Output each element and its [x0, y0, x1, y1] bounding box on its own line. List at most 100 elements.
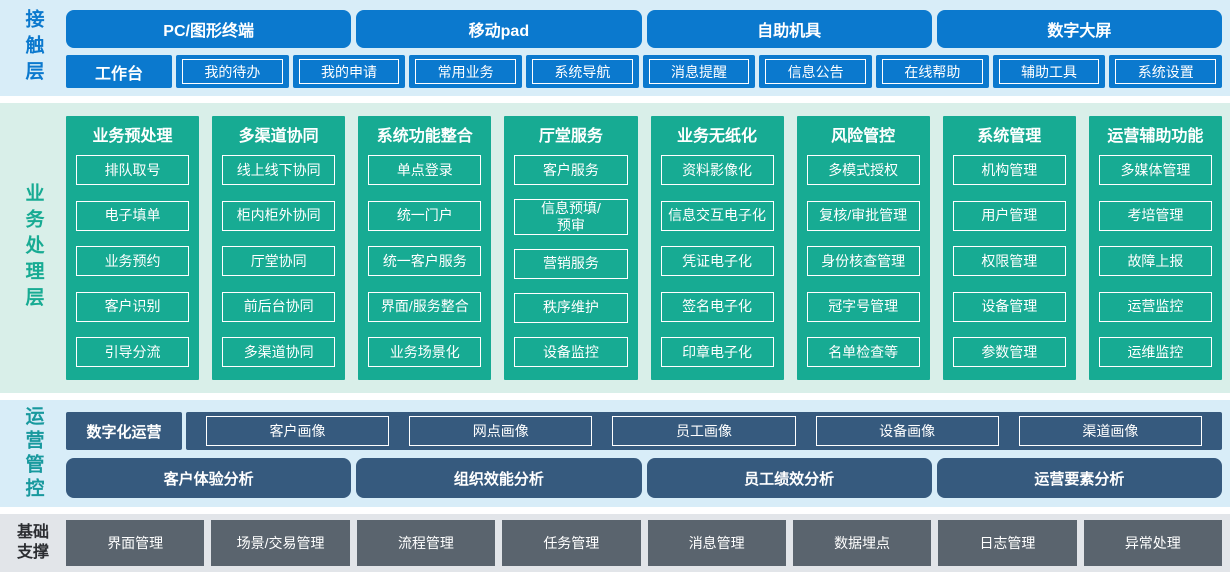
column-title: 系统管理 [977, 128, 1042, 145]
workbench-item: 系统设置 [1115, 59, 1217, 84]
workbench-label: 工作台 [66, 55, 172, 88]
column-item: 引导分流 [76, 337, 190, 367]
column-item: 客户服务 [514, 155, 628, 185]
foundation-box: 任务管理 [502, 520, 641, 566]
business-column-lobby: 厅堂服务 客户服务 信息预填/ 预审 营销服务 秩序维护 设备监控 [504, 116, 638, 380]
foundation-layer-label: 基础支撑 [16, 524, 49, 561]
business-column-multichannel: 多渠道协同 线上线下协同 柜内柜外协同 厅堂协同 前后台协同 多渠道协同 [212, 116, 346, 380]
column-item: 运营监控 [1098, 291, 1212, 322]
contact-layer: 接触层 PC/图形终端 移动pad 自助机具 数字大屏 工作台 我的待办 我的申… [0, 0, 1230, 96]
column-item: 秩序维护 [514, 292, 628, 323]
column-item: 权限管理 [952, 246, 1066, 276]
portrait-box: 客户画像 [205, 416, 390, 446]
column-title: 厅堂服务 [538, 128, 603, 145]
business-column-opsupport: 运营辅助功能 多媒体管理 考培管理 故障上报 运营监控 运维监控 [1088, 116, 1222, 380]
column-item: 复核/审批管理 [806, 200, 920, 231]
operation-layer: 运营管控 数字化运营 客户画像 网点画像 员工画像 设备画像 渠道画像 客户体验… [0, 400, 1230, 507]
column-item: 客户识别 [76, 291, 190, 322]
foundation-label-wrap: 基础支撑 [0, 514, 66, 572]
column-item: 身份核查管理 [806, 246, 920, 276]
foundation-box: 场景/交易管理 [211, 520, 350, 566]
column-item: 统一门户 [368, 200, 482, 231]
workbench-segment: 消息提醒 [642, 55, 756, 88]
column-title: 业务无纸化 [677, 128, 758, 145]
column-item: 用户管理 [952, 200, 1066, 231]
column-item: 线上线下协同 [222, 155, 336, 185]
workbench-segment: 我的待办 [176, 55, 289, 88]
portrait-box: 员工画像 [612, 416, 796, 446]
business-column-paperless: 业务无纸化 资料影像化 信息交互电子化 凭证电子化 签名电子化 印章电子化 [650, 116, 784, 380]
business-column-integration: 系统功能整合 单点登录 统一门户 统一客户服务 界面/服务整合 业务场景化 [358, 116, 492, 380]
operation-layer-label: 运营管控 [22, 405, 44, 502]
column-item: 信息预填/ 预审 [514, 199, 628, 235]
column-item: 故障上报 [1098, 246, 1212, 276]
portrait-bar: 客户画像 网点画像 员工画像 设备画像 渠道画像 [186, 412, 1222, 450]
analysis-row: 客户体验分析 组织效能分析 员工绩效分析 运营要素分析 [66, 458, 1222, 498]
column-item: 多媒体管理 [1098, 155, 1212, 185]
workbench-item: 系统导航 [532, 59, 633, 84]
column-item: 界面/服务整合 [368, 291, 482, 322]
foundation-layer-body: 界面管理 场景/交易管理 流程管理 任务管理 消息管理 数据埋点 日志管理 异常… [66, 514, 1230, 572]
business-column-sysmgmt: 系统管理 机构管理 用户管理 权限管理 设备管理 参数管理 [942, 116, 1076, 380]
digital-operation-row: 数字化运营 客户画像 网点画像 员工画像 设备画像 渠道画像 [66, 412, 1222, 450]
business-column-preprocess: 业务预处理 排队取号 电子填单 业务预约 客户识别 引导分流 [66, 116, 200, 380]
column-item: 设备监控 [514, 336, 628, 367]
business-column-risk: 风险管控 多模式授权 复核/审批管理 身份核查管理 冠字号管理 名单检查等 [796, 116, 930, 380]
analysis-box: 组织效能分析 [356, 458, 642, 498]
column-title: 多渠道协同 [238, 128, 319, 145]
column-item: 多渠道协同 [222, 337, 336, 367]
column-item: 印章电子化 [660, 337, 774, 367]
column-item: 前后台协同 [222, 291, 336, 322]
column-title: 系统功能整合 [376, 128, 473, 145]
digital-operation-label: 数字化运营 [66, 412, 182, 450]
workbench-segment: 常用业务 [409, 55, 523, 88]
column-item: 参数管理 [952, 337, 1066, 367]
column-item: 电子填单 [76, 200, 190, 231]
workbench-segment: 系统设置 [1109, 55, 1223, 88]
contact-layer-body: PC/图形终端 移动pad 自助机具 数字大屏 工作台 我的待办 我的申请 常用… [66, 0, 1230, 96]
portrait-box: 设备画像 [815, 416, 999, 446]
business-layer-label: 业务处理层 [22, 183, 44, 313]
column-item: 柜内柜外协同 [222, 200, 336, 231]
terminal-box: PC/图形终端 [66, 10, 352, 48]
workbench-item: 我的待办 [182, 59, 283, 84]
business-layer: 业务处理层 业务预处理 排队取号 电子填单 业务预约 客户识别 引导分流 多渠道… [0, 103, 1230, 393]
business-layer-body: 业务预处理 排队取号 电子填单 业务预约 客户识别 引导分流 多渠道协同 线上线… [66, 103, 1230, 393]
workbench-segment: 信息公告 [759, 55, 873, 88]
foundation-box: 异常处理 [1083, 520, 1222, 566]
column-item: 设备管理 [952, 291, 1066, 322]
workbench-row: 工作台 我的待办 我的申请 常用业务 系统导航 消息提醒 信息公告 在线帮助 辅… [66, 55, 1223, 88]
column-item: 机构管理 [952, 155, 1066, 185]
analysis-box: 员工绩效分析 [646, 458, 932, 498]
terminal-box: 数字大屏 [936, 10, 1222, 48]
column-item: 业务场景化 [368, 337, 482, 367]
column-item: 业务预约 [76, 246, 190, 276]
workbench-segment: 我的申请 [292, 55, 406, 88]
foundation-box: 界面管理 [66, 520, 205, 566]
operation-layer-body: 数字化运营 客户画像 网点画像 员工画像 设备画像 渠道画像 客户体验分析 组织… [66, 400, 1230, 507]
column-item: 冠字号管理 [806, 291, 920, 322]
column-item: 排队取号 [76, 155, 190, 185]
workbench-item: 辅助工具 [998, 59, 1100, 84]
portrait-box: 渠道画像 [1018, 416, 1203, 446]
contact-layer-label: 接触层 [22, 9, 44, 87]
workbench-segment: 在线帮助 [876, 55, 989, 88]
column-item: 统一客户服务 [368, 246, 482, 276]
foundation-box: 消息管理 [647, 520, 786, 566]
workbench-item: 消息提醒 [648, 59, 750, 84]
column-title: 运营辅助功能 [1107, 128, 1204, 145]
column-item: 运维监控 [1098, 337, 1212, 367]
column-item: 营销服务 [514, 248, 628, 279]
column-item: 单点登录 [368, 155, 482, 185]
column-item: 厅堂协同 [222, 246, 336, 276]
terminal-box: 移动pad [356, 10, 642, 48]
column-item: 凭证电子化 [660, 246, 774, 276]
analysis-box: 客户体验分析 [66, 458, 352, 498]
terminal-box: 自助机具 [646, 10, 932, 48]
workbench-item: 信息公告 [765, 59, 867, 84]
workbench-item: 常用业务 [415, 59, 517, 84]
workbench-segment: 辅助工具 [992, 55, 1106, 88]
analysis-box: 运营要素分析 [936, 458, 1222, 498]
column-item: 名单检查等 [806, 337, 920, 367]
